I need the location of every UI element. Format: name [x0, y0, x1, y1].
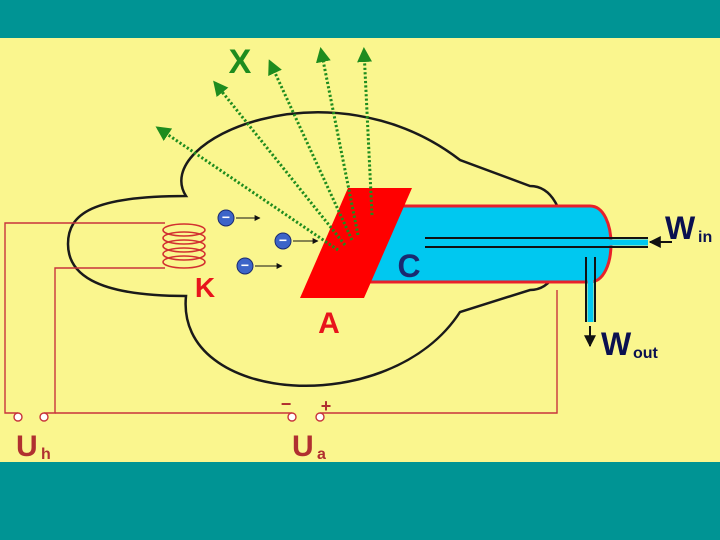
svg-text:W: W: [665, 210, 696, 246]
electron: −: [236, 257, 283, 275]
water-out-label: W out: [601, 326, 659, 362]
anode-target: [300, 188, 412, 298]
electron: −: [217, 209, 261, 227]
minus-sign: −: [281, 394, 292, 414]
electron-sign: −: [222, 209, 230, 225]
heater-terminal-right: [39, 412, 49, 422]
cathode-label: K: [195, 272, 215, 303]
electron: −: [274, 232, 319, 250]
anode-supply-wire: [320, 290, 558, 414]
bottom-band: [0, 462, 720, 540]
electron-sign: −: [279, 232, 287, 248]
electron-sign: −: [241, 257, 249, 273]
coolant-pipe-out: [585, 257, 596, 322]
svg-text:W: W: [601, 326, 632, 362]
svg-text:out: out: [633, 345, 659, 362]
xray-beam: [268, 59, 354, 241]
cathode-filament: [162, 223, 206, 269]
svg-text:in: in: [698, 229, 712, 246]
cooling-label: C: [397, 248, 420, 284]
heater-terminal-left: [13, 412, 23, 422]
anode-terminal-plus: [315, 412, 325, 422]
top-band: [0, 0, 720, 38]
heater-wire-inner: [44, 267, 165, 414]
xray-beam: [213, 80, 347, 246]
water-in-label: W in: [665, 210, 712, 246]
xray-label: X: [229, 43, 252, 81]
svg-text:h: h: [41, 446, 51, 463]
anode-label: A: [318, 307, 340, 340]
coolant-pipe-in: [425, 237, 648, 248]
tube-envelope: [66, 111, 565, 388]
xray-beam: [357, 47, 374, 216]
heater-wire-outer: [4, 222, 165, 414]
anode-terminal-minus: [287, 412, 297, 422]
heater-voltage-label: U h: [16, 430, 51, 463]
svg-text:U: U: [292, 430, 314, 463]
svg-text:U: U: [16, 430, 38, 463]
xray-beam: [315, 47, 360, 236]
xray-beam: [155, 126, 339, 252]
svg-text:a: a: [317, 446, 326, 463]
anode-voltage-label: U a: [292, 430, 326, 463]
plus-sign: +: [321, 396, 332, 416]
